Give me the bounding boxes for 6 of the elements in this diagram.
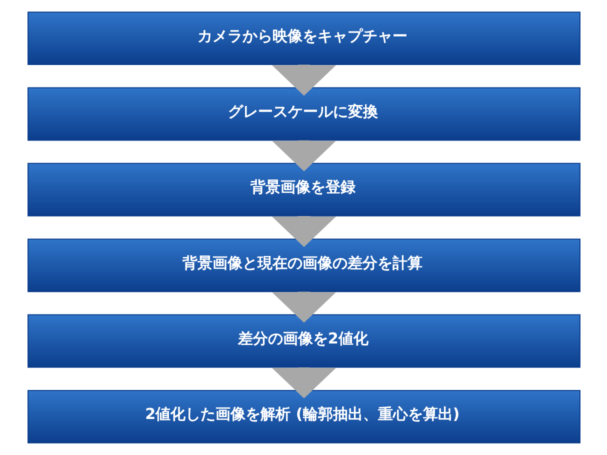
node-box: 差分の画像を2値化 — [27, 314, 580, 368]
node-box: グレースケールに変換 — [27, 87, 580, 141]
node-box: 背景画像を登録 — [27, 162, 580, 216]
node-box: 2値化した画像を解析 (輪郭抽出、重心を算出) — [27, 390, 580, 444]
node-box: 背景画像と現在の画像の差分を計算 — [27, 238, 580, 292]
node-box: カメラから映像をキャプチャー — [27, 12, 580, 66]
